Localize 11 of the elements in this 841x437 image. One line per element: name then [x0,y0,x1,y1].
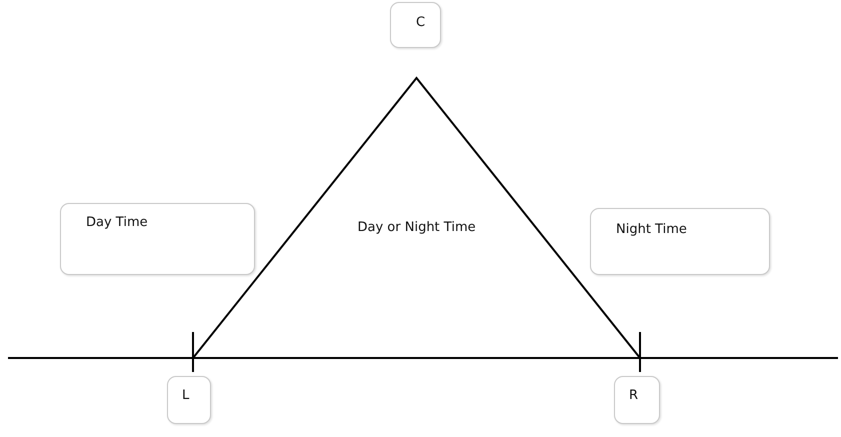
box-label: C [416,15,426,30]
rounded-box [390,2,441,48]
rounded-box [167,376,211,424]
box-label: Day Time [86,215,148,230]
box-label: Night Time [616,222,687,237]
rounded-box [60,203,255,275]
triangle-label: Day or Night Time [358,220,476,235]
rounded-box [614,376,660,424]
box-label: R [629,388,638,403]
box-label: L [182,388,190,403]
rounded-box [590,208,770,275]
